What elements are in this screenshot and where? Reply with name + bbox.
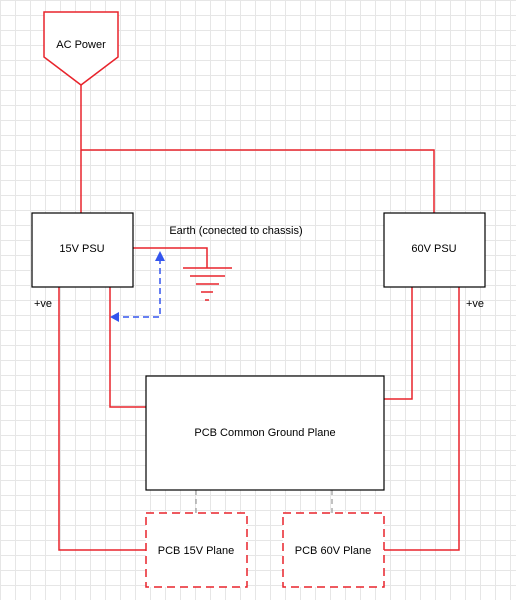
plane-connectors xyxy=(195,490,333,513)
wires xyxy=(58,85,460,551)
ground-plane-box xyxy=(145,375,385,491)
plane-60v-label: PCB 60V Plane xyxy=(295,545,371,557)
wire-ac-to-60v-psu xyxy=(81,149,435,213)
earth-label: Earth (conected to chassis) xyxy=(169,225,302,237)
psu-60v-box xyxy=(383,212,486,288)
wire-15v-psu-to-earth xyxy=(133,247,208,268)
wire-15v-psu-to-ground-plane xyxy=(109,287,146,408)
ac-power-label: AC Power xyxy=(56,39,106,51)
wire-15v-positive xyxy=(58,287,146,551)
positive-label-right: +ve xyxy=(466,298,484,310)
plane-15v-box xyxy=(145,512,248,588)
ac-power-node xyxy=(43,11,119,86)
wire-60v-psu-to-ground-plane xyxy=(384,287,413,400)
positive-label-left: +ve xyxy=(34,298,52,310)
wire-60v-positive xyxy=(384,287,460,551)
psu-15v-label: 15V PSU xyxy=(59,243,104,255)
psu-60v-label: 60V PSU xyxy=(411,243,456,255)
plane-60v-box xyxy=(282,512,385,588)
arrow-left-icon xyxy=(110,312,119,322)
ground-plane-label: PCB Common Ground Plane xyxy=(194,427,335,439)
arrow-up-icon xyxy=(155,251,165,261)
return-path xyxy=(110,251,165,322)
psu-15v-box xyxy=(31,212,134,288)
earth-ground-symbol xyxy=(183,267,232,301)
plane-15v-label: PCB 15V Plane xyxy=(158,545,234,557)
